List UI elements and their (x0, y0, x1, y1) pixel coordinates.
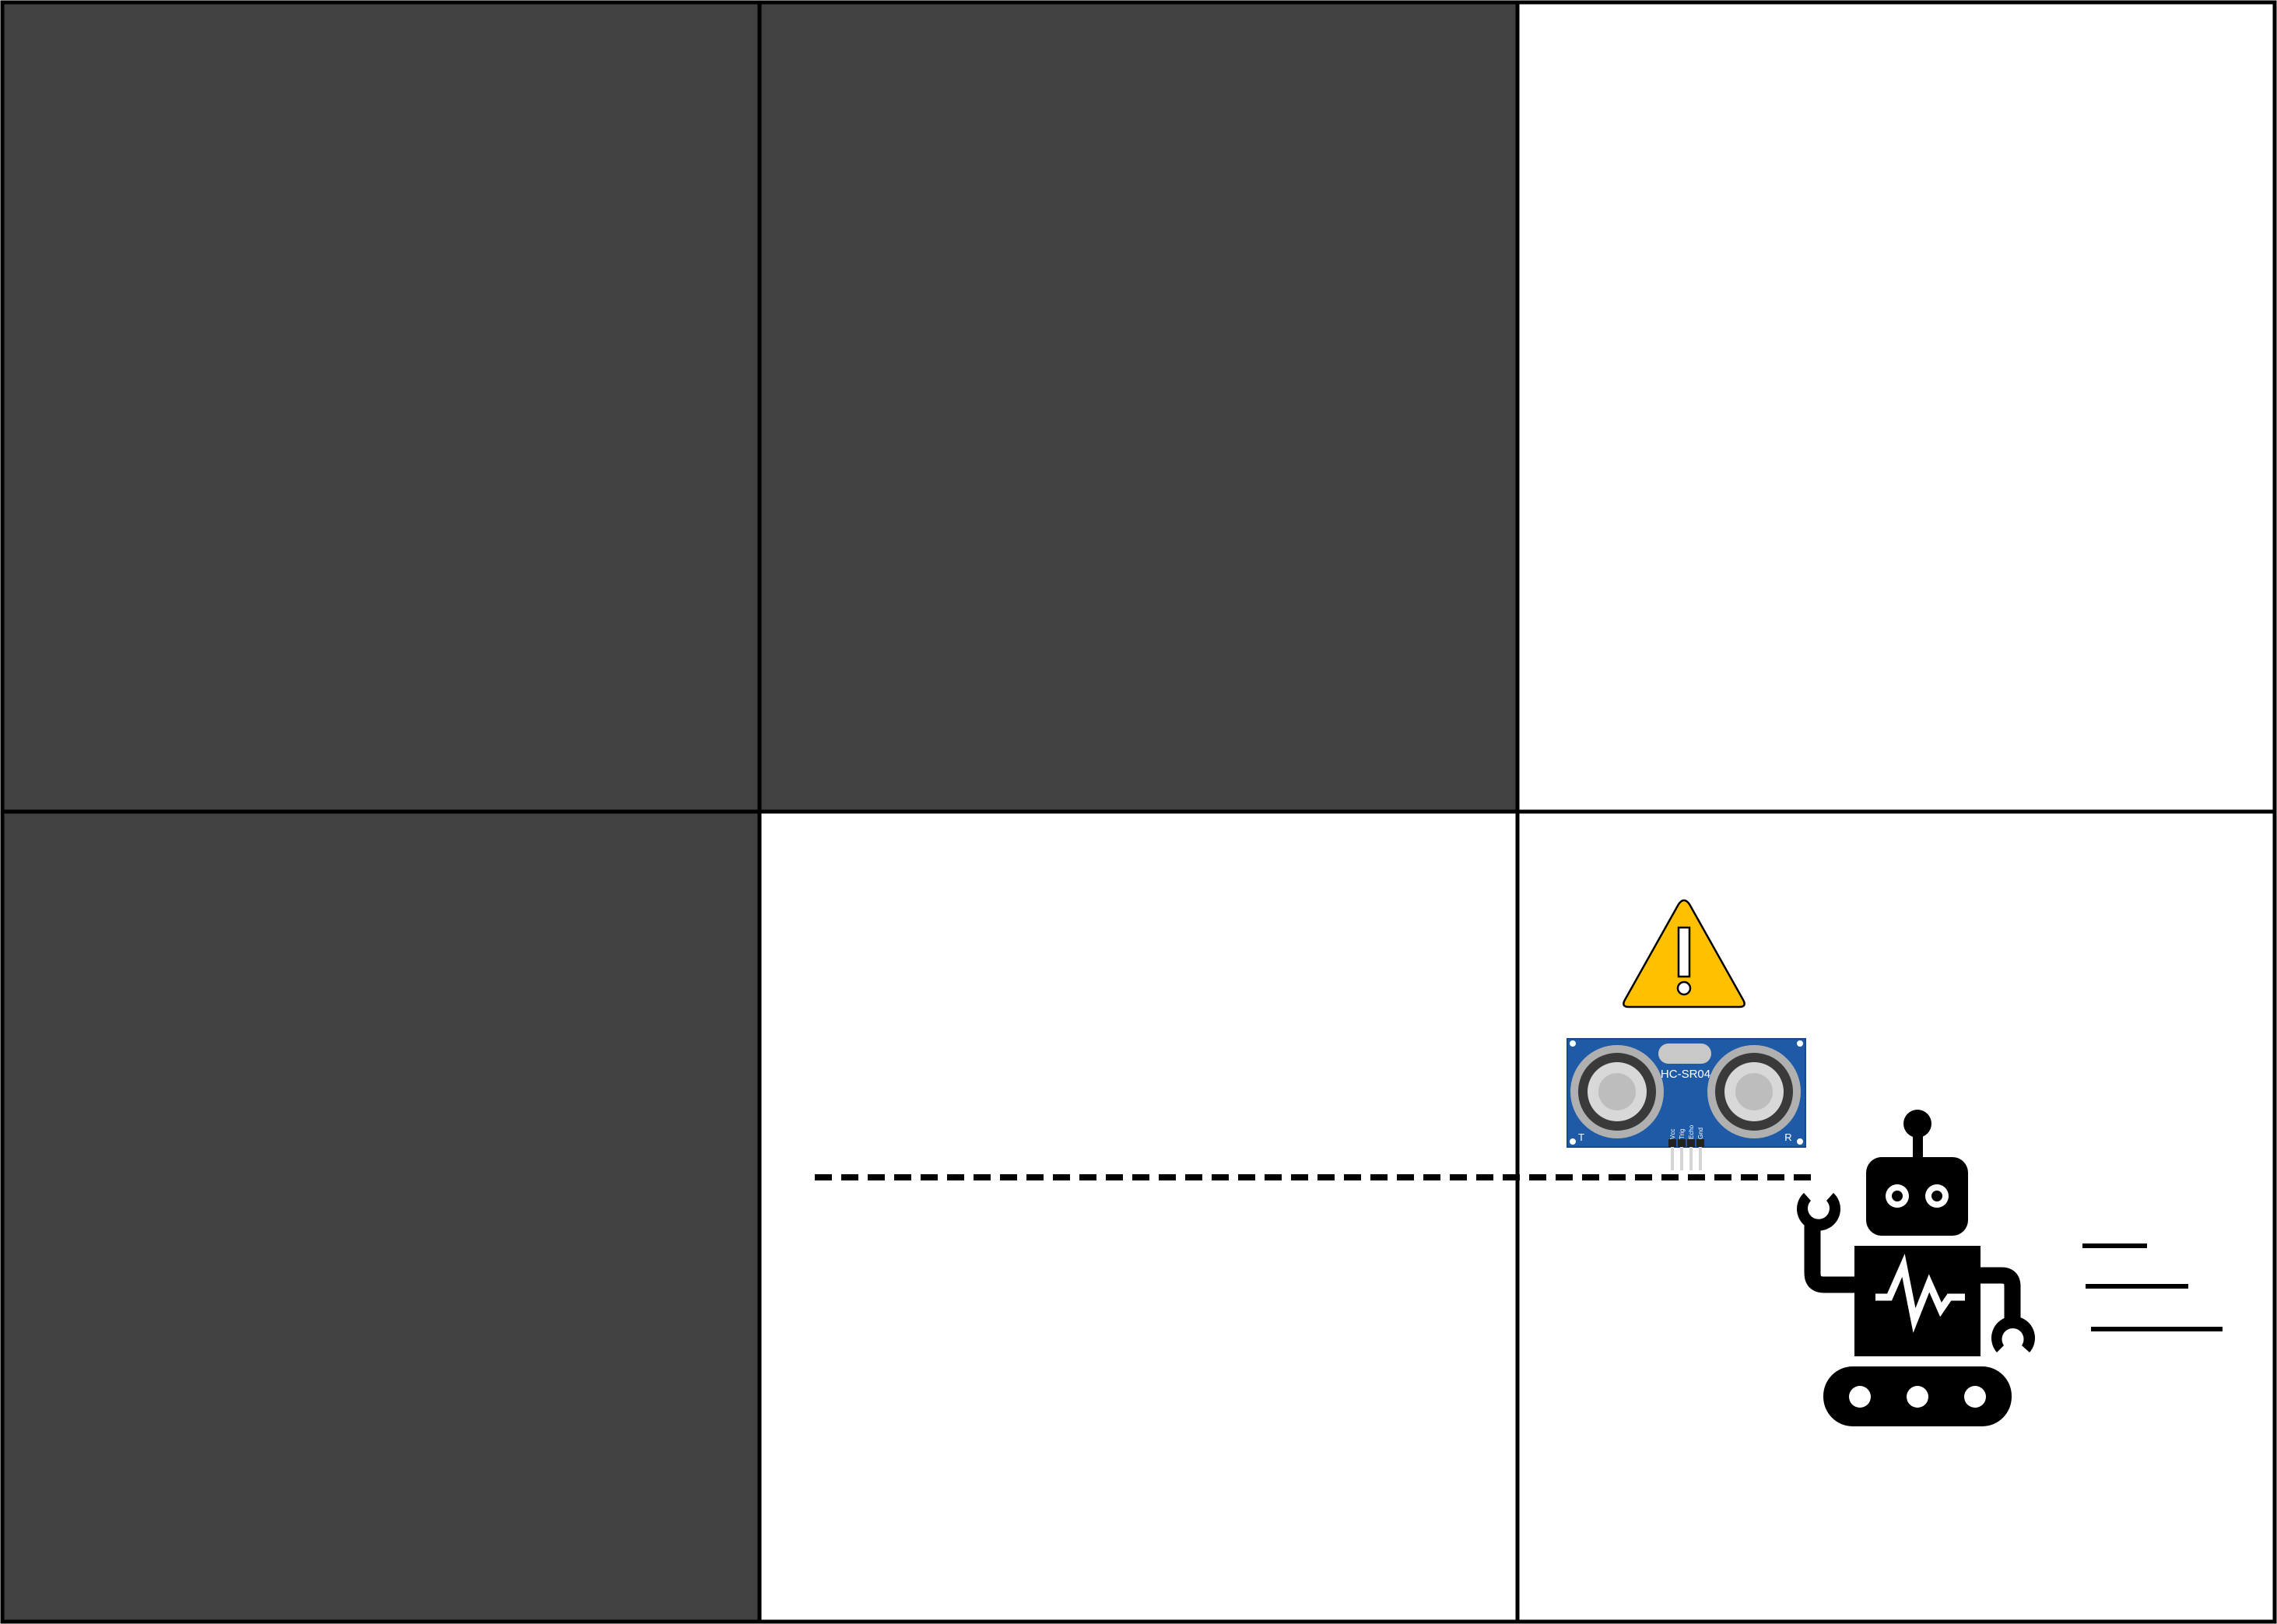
motion-lines-icon (2082, 1243, 2223, 1331)
receiver-label: R (1784, 1131, 1791, 1143)
warning-triangle-icon (1623, 899, 1745, 1008)
receiver-transducer (1707, 1045, 1801, 1138)
cell-r2-c2 (760, 812, 1517, 1622)
transmitter-transducer (1570, 1045, 1664, 1138)
pin-label-gnd: Gnd (1697, 1128, 1704, 1139)
tracked-robot-icon (1797, 1110, 2035, 1426)
cell-r1-c1 (2, 2, 760, 812)
pin-label-vcc: Vcc (1669, 1129, 1676, 1139)
ultrasonic-sensor-icon: HC-SR04 T R Vcc Trig Echo Gnd (1567, 1038, 1806, 1170)
sensor-model-label: HC-SR04 (1661, 1068, 1710, 1081)
cell-r1-c2 (760, 2, 1517, 812)
pin-label-trig: Trig (1679, 1129, 1686, 1139)
cell-r2-c1 (2, 812, 760, 1622)
sensor-pins (1668, 1139, 1704, 1170)
cell-r1-c3 (1517, 2, 2275, 812)
transmitter-label: T (1578, 1131, 1584, 1143)
pin-label-echo: Echo (1688, 1124, 1695, 1139)
